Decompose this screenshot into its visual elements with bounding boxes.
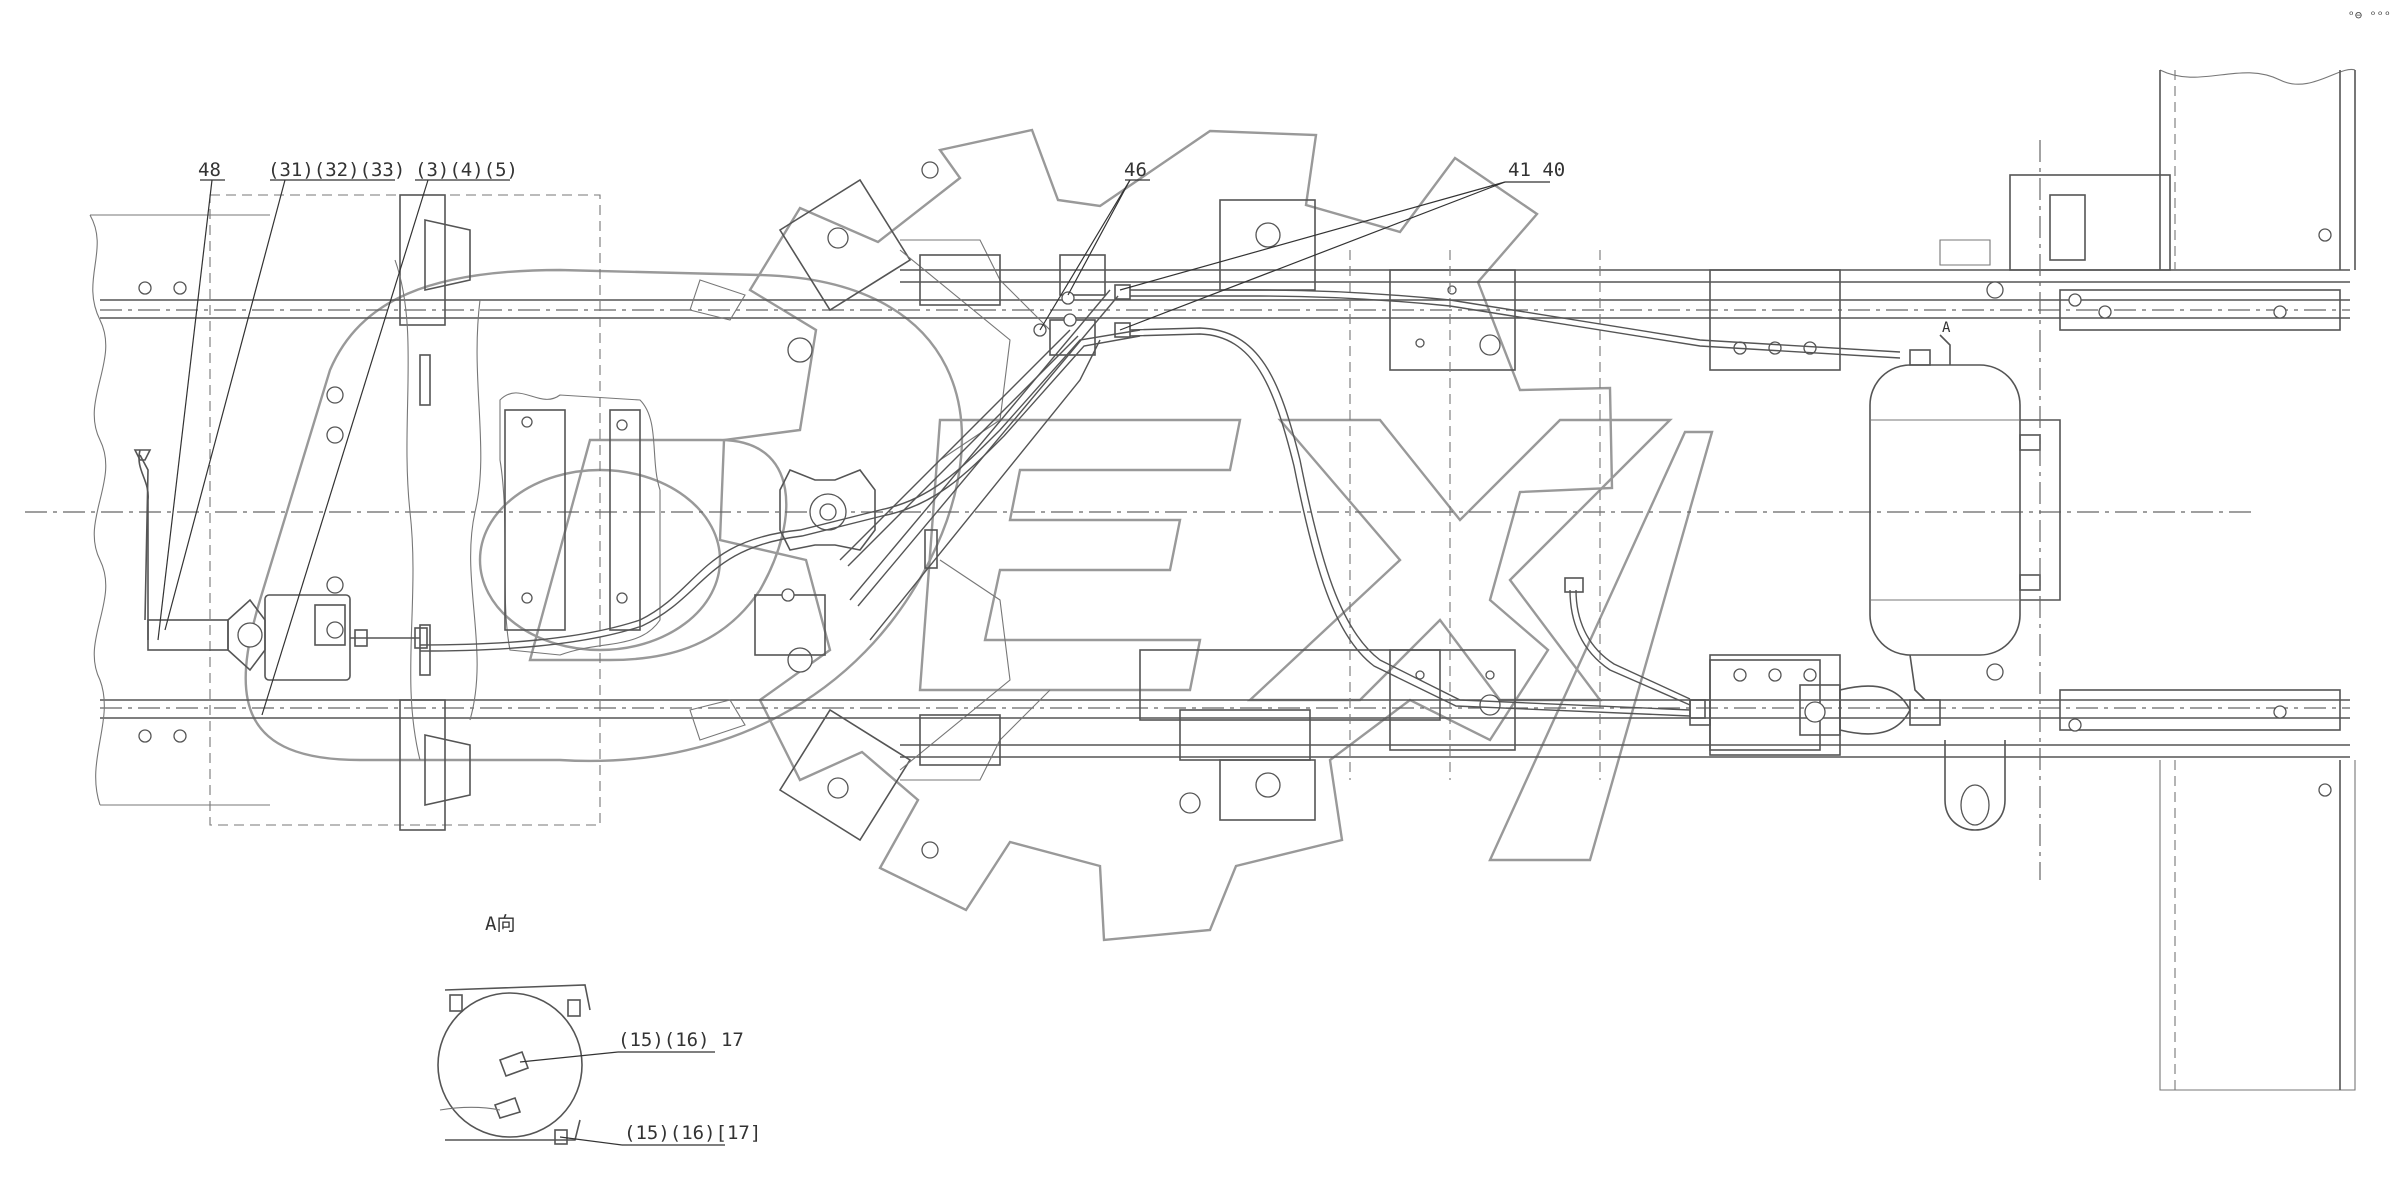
left-crossmember	[138, 194, 601, 831]
label-41-40: 41 40	[1508, 159, 1565, 181]
central-articulation	[754, 161, 1051, 859]
valve-block-46	[1033, 254, 1131, 356]
label-31-32-33: (31)(32)(33)	[268, 159, 405, 181]
label-46: 46	[1124, 159, 1147, 181]
detail-view-a: A向 (15)(16) 17 (15)(16)[17]	[437, 913, 761, 1146]
left-brake-chamber	[133, 449, 428, 681]
rail-brackets	[1139, 199, 1841, 821]
view-a-marker: A	[1942, 320, 1951, 336]
view-a-title: A向	[485, 913, 515, 935]
middle-frame	[499, 279, 746, 741]
detail-label-lower: (15)(16)[17]	[624, 1122, 761, 1144]
frame-rails	[25, 214, 2350, 806]
detail-label-upper: (15)(16) 17	[618, 1029, 744, 1051]
air-pipelines	[139, 289, 1901, 719]
air-tank	[1869, 334, 2061, 701]
callouts: 48 (31)(32)(33) (3)(4)(5) 46 41 40 A	[157, 159, 1951, 716]
watermark-logo	[244, 128, 1714, 942]
label-48: 48	[198, 159, 221, 181]
label-3-4-5: (3)(4)(5)	[415, 159, 518, 181]
right-frame-end	[1939, 68, 2356, 1091]
corner-mark: ᵒ⊖ ᵒᵒᵒ	[2347, 8, 2391, 22]
